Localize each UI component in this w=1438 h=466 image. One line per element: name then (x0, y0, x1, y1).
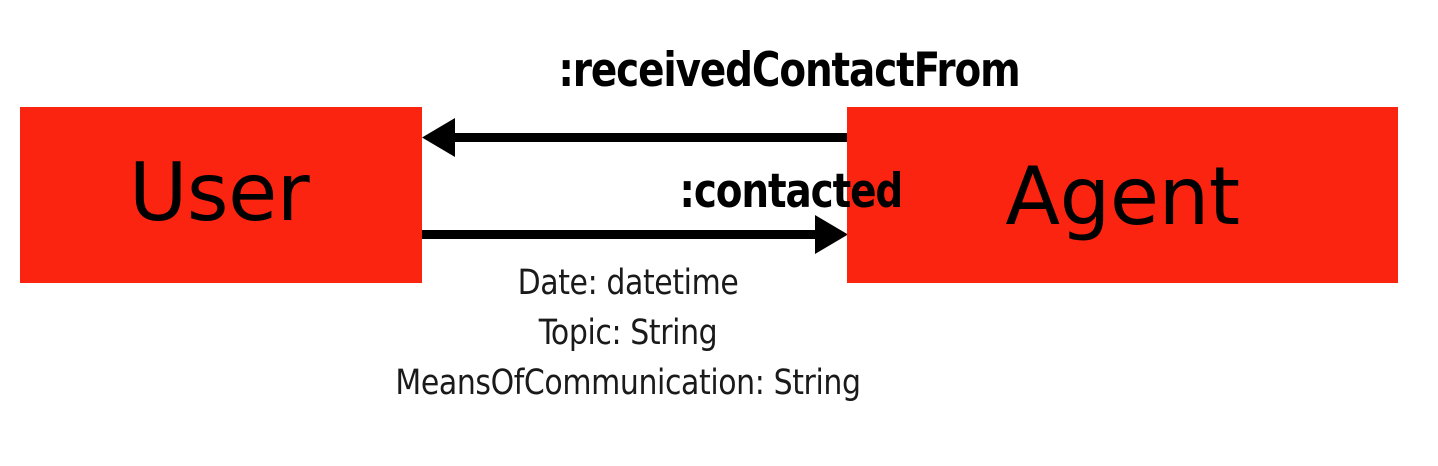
arrowhead-left-icon (422, 118, 455, 157)
entity-label-agent: Agent (1005, 150, 1240, 243)
relationship-label-contacted: :contacted (679, 164, 903, 219)
relationship-attribute-topic: Topic: String (538, 313, 718, 354)
relationship-attribute-list: Date: datetime Topic: String MeansOfComm… (0, 258, 1438, 408)
relationship-label-received-contact-from: :receivedContactFrom (558, 43, 1020, 98)
arrowhead-right-icon (815, 215, 848, 254)
edge-received-contact-from (422, 118, 848, 157)
edge-contacted (422, 215, 848, 254)
entity-box-agent[interactable]: Agent (847, 107, 1398, 283)
entity-label-user: User (128, 146, 310, 239)
relationship-attribute-date: Date: datetime (517, 263, 739, 303)
relationship-attribute-means-of-communication: MeansOfCommunication: String (395, 363, 861, 404)
entity-box-user[interactable]: User (20, 107, 422, 283)
